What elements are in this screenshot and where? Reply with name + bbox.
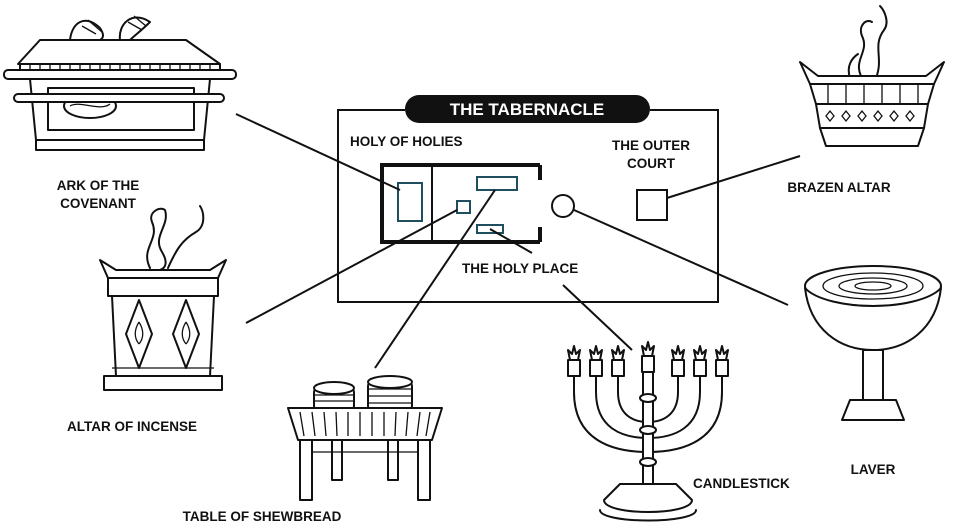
incense-altar-marker: [456, 200, 471, 214]
plan-title: THE TABERNACLE: [450, 100, 605, 119]
table-of-shewbread-label: TABLE OF SHEWBREAD: [183, 509, 342, 524]
brazen-altar-marker: [636, 189, 668, 221]
leader-shewbread: [374, 189, 496, 369]
candlestick-label: CANDLESTICK: [693, 476, 790, 491]
ark-label-2: COVENANT: [60, 196, 137, 211]
leader-ark: [235, 113, 401, 191]
candlestick-marker: [476, 224, 504, 234]
leader-candlestick: [489, 228, 633, 351]
title-banner: [405, 95, 650, 123]
laver-marker: [551, 194, 575, 218]
leader-brazen-altar: [666, 155, 801, 199]
brazen-altar-label: BRAZEN ALTAR: [787, 180, 890, 195]
candle-flames: [567, 341, 729, 377]
holy-place-label: THE HOLY PLACE: [462, 261, 578, 276]
tabernacle-plan: THE TABERNACLE HOLY OF HOLIES THE OUTER …: [337, 95, 719, 303]
outer-court-label-2: COURT: [627, 156, 676, 171]
leader-lines: [235, 113, 801, 369]
holy-of-holies-label: HOLY OF HOLIES: [350, 134, 463, 149]
table-of-shewbread-illustration: [287, 375, 443, 501]
ark-label-1: ARK OF THE: [57, 178, 140, 193]
leader-incense: [245, 209, 458, 324]
outer-court-label-1: THE OUTER: [612, 138, 690, 153]
laver-label: LAVER: [851, 462, 896, 477]
altar-of-incense-label: ALTAR OF INCENSE: [67, 419, 197, 434]
altar-of-incense-illustration: [99, 205, 227, 391]
ark-of-covenant-illustration: [3, 15, 237, 151]
candlestick-illustration: [567, 341, 729, 522]
shewbread-table-marker: [476, 176, 518, 191]
leader-laver: [573, 209, 789, 306]
brazen-altar-illustration: [799, 5, 945, 147]
ark-marker: [397, 182, 423, 222]
laver-illustration: [804, 265, 942, 421]
